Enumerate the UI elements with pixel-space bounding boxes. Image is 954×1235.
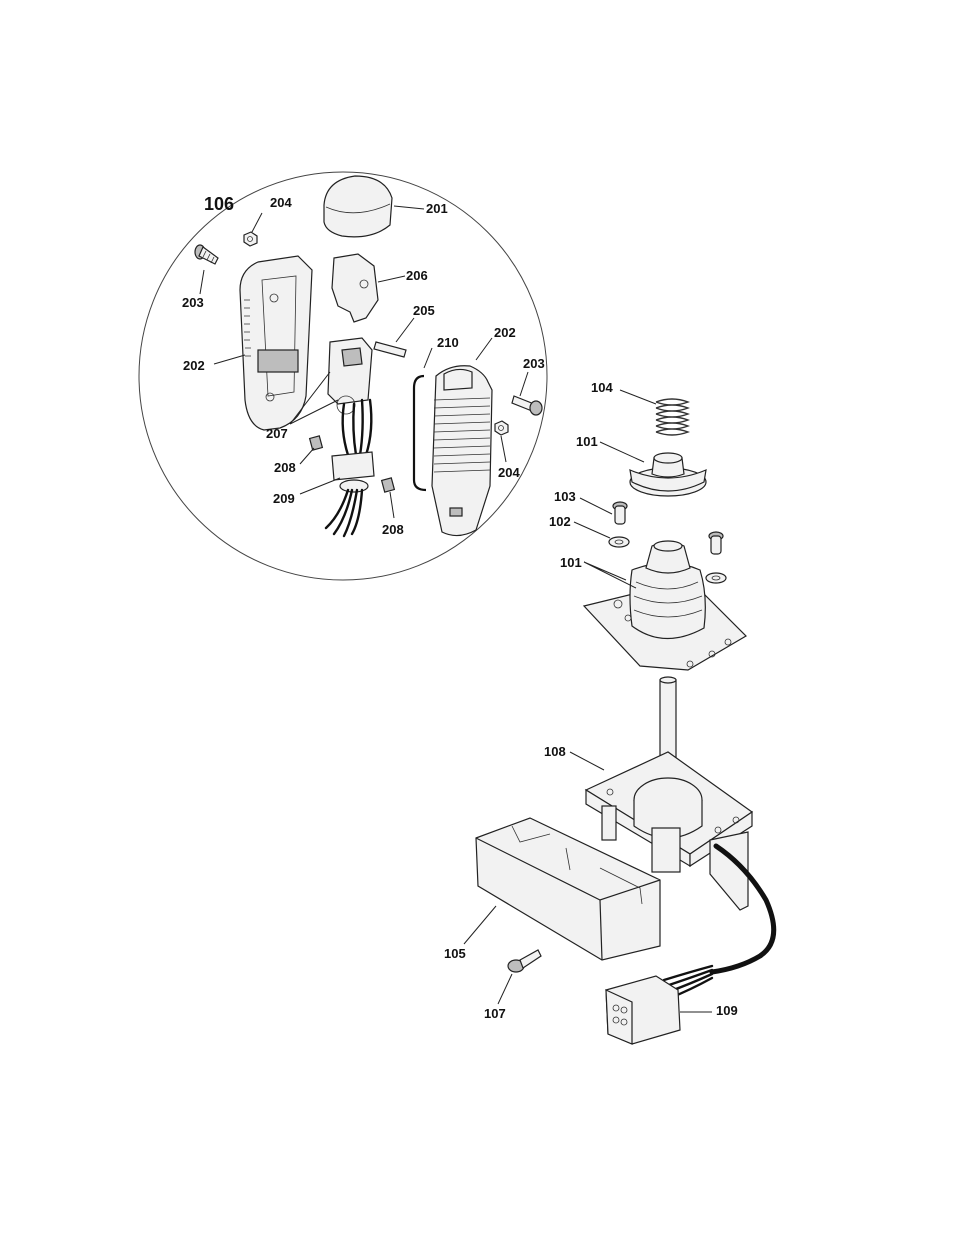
part-204-nut-right [495, 421, 508, 435]
part-208-setscrew-upper [310, 436, 323, 450]
callout-201: 201 [426, 201, 448, 216]
part-210-bracket [414, 376, 426, 490]
part-207-wires [343, 400, 372, 455]
callout-208-upper: 208 [274, 460, 296, 475]
callout-106: 106 [204, 194, 234, 214]
part-203-screw-right [512, 396, 542, 415]
part-104-spring [656, 399, 688, 435]
callout-107: 107 [484, 1006, 506, 1021]
callout-207: 207 [266, 426, 288, 441]
callout-208-lower: 208 [382, 522, 404, 537]
callout-102: 102 [549, 514, 571, 529]
callout-101-cup: 101 [576, 434, 598, 449]
callout-101-boot: 101 [560, 555, 582, 570]
part-103-screw [613, 502, 627, 524]
callout-204-lower: 204 [498, 465, 520, 480]
part-205-pin [374, 342, 406, 357]
callout-205: 205 [413, 303, 435, 318]
callout-105: 105 [444, 946, 466, 961]
callout-108: 108 [544, 744, 566, 759]
part-209-grommet [326, 452, 374, 536]
callout-202-right: 202 [494, 325, 516, 340]
part-201-knob [324, 176, 392, 237]
callout-109: 109 [716, 1003, 738, 1018]
callout-204-upper: 204 [270, 195, 292, 210]
part-206-lever [332, 254, 378, 322]
callout-103: 103 [554, 489, 576, 504]
part-208-setscrew-lower [382, 478, 395, 492]
part-screw-washer-right [706, 532, 726, 583]
part-207-switches [328, 338, 372, 414]
part-202-shell-left [240, 256, 312, 430]
callout-209: 209 [273, 491, 295, 506]
callout-203-right: 203 [523, 356, 545, 371]
callout-203-left: 203 [182, 295, 204, 310]
part-101-cup [630, 453, 706, 496]
part-102-washer [609, 537, 629, 547]
part-107-screw [508, 950, 541, 972]
callout-206: 206 [406, 268, 428, 283]
part-105-cover [476, 818, 660, 960]
part-101-boot-plate [584, 541, 746, 670]
part-203-screw-left [195, 245, 218, 264]
callout-104: 104 [591, 380, 613, 395]
callout-202-left: 202 [183, 358, 205, 373]
callout-210: 210 [437, 335, 459, 350]
part-202-shell-right [432, 366, 492, 536]
part-204-nut-left [244, 232, 257, 246]
